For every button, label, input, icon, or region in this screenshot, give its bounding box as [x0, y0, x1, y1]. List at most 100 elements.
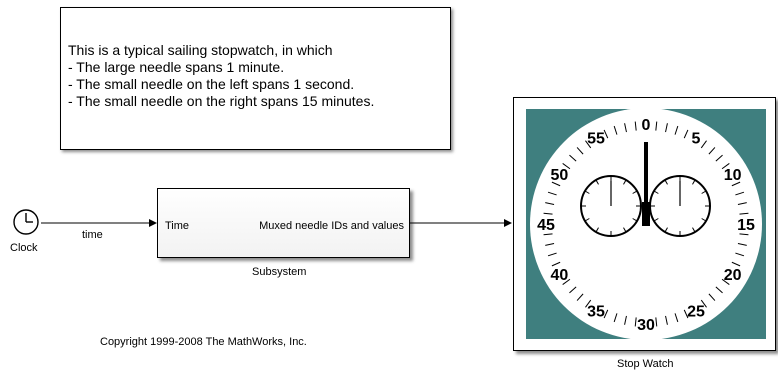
dial-number: 40	[550, 267, 568, 284]
dial-tick	[613, 313, 618, 323]
subsystem-block[interactable]: Time Muxed needle IDs and values	[157, 188, 410, 258]
dial-number: 50	[550, 167, 568, 184]
subdial-tick	[664, 227, 668, 233]
subdial-tick	[623, 179, 627, 185]
dial-number: 25	[687, 304, 705, 321]
dial-tick	[700, 299, 707, 308]
dial-tick	[547, 191, 557, 196]
clock-label: Clock	[10, 242, 38, 254]
dial-tick	[731, 181, 741, 187]
dial-tick	[543, 212, 553, 215]
subdial-tick	[653, 218, 659, 222]
signal-arrowhead	[149, 219, 157, 227]
dial-tick	[551, 261, 561, 267]
dial-tick	[585, 140, 592, 149]
subdial-tick	[623, 227, 627, 233]
dial-number: 20	[724, 267, 742, 284]
subdial-tick	[653, 190, 659, 194]
stopwatch-block[interactable]: 0 5 10 15 20 25 30 35 40 45 50 55	[513, 97, 776, 351]
large-needle	[642, 142, 650, 226]
dial-tick	[731, 261, 741, 267]
dial-tick	[715, 286, 723, 294]
dial-tick	[576, 147, 584, 155]
subdial-tick	[584, 190, 590, 194]
dial-tick	[735, 252, 745, 257]
dial-tick	[665, 315, 668, 325]
subdial-tick	[664, 179, 668, 185]
dial-tick	[547, 252, 557, 257]
subdial-tick	[632, 218, 638, 222]
dial-tick	[683, 129, 689, 139]
annotation-line: - The small needle on the left spans 1 s…	[68, 76, 355, 92]
dial-tick	[634, 121, 637, 131]
dial-tick	[735, 191, 745, 196]
model-annotation[interactable]: This is a typical sailing stopwatch, in …	[60, 7, 451, 150]
dial-tick	[569, 154, 577, 162]
subdial-tick	[701, 218, 707, 222]
dial-tick	[655, 121, 658, 131]
signal-arrowhead	[504, 219, 512, 227]
dial-tick	[576, 293, 584, 301]
annotation-line: This is a typical sailing stopwatch, in …	[68, 42, 333, 58]
subdial-tick	[692, 227, 696, 233]
subdial-tick	[692, 179, 696, 185]
dial-tick	[665, 123, 668, 133]
dial-tick	[562, 163, 571, 170]
dial-tick	[585, 299, 592, 308]
dial-tick	[739, 212, 749, 215]
dial-tick	[613, 125, 618, 135]
subsystem-label: Subsystem	[252, 266, 307, 278]
dial-tick	[562, 278, 571, 285]
stopwatch-display: 0 5 10 15 20 25 30 35 40 45 50 55	[526, 108, 766, 340]
dial-tick	[674, 125, 679, 135]
dial-tick	[721, 163, 730, 170]
dial-tick	[700, 140, 707, 149]
output-port-label: Muxed needle IDs and values	[259, 220, 404, 232]
subdial-tick	[595, 179, 599, 185]
dial-tick	[674, 313, 679, 323]
dial-tick	[715, 154, 723, 162]
dial-number: 10	[724, 167, 742, 184]
dial-number: 35	[587, 304, 605, 321]
input-port-label: Time	[165, 220, 190, 232]
dial-tick	[655, 317, 658, 327]
dial-tick	[545, 243, 555, 246]
stopwatch-label: Stop Watch	[617, 358, 674, 370]
dial-tick	[603, 309, 609, 319]
dial-number: 55	[587, 130, 605, 147]
dial-tick	[708, 293, 716, 301]
dial-tick	[683, 309, 689, 319]
dial-tick	[634, 317, 637, 327]
dial-tick	[708, 147, 716, 155]
dial-number: 30	[637, 317, 655, 334]
dial-tick	[737, 202, 747, 205]
copyright-text: Copyright 1999-2008 The MathWorks, Inc.	[100, 336, 307, 348]
annotation-text: This is a typical sailing stopwatch, in …	[68, 42, 374, 110]
annotation-line: - The large needle spans 1 minute.	[68, 59, 285, 75]
subdial-tick	[632, 190, 638, 194]
dial-tick	[543, 233, 553, 236]
dial-numbers: 0 5 10 15 20 25 30 35 40 45 50 55	[537, 117, 755, 334]
annotation-line: - The small needle on the right spans 15…	[68, 93, 375, 109]
dial-tick	[737, 243, 747, 246]
dial-number: 15	[737, 217, 755, 234]
dial-number: 45	[537, 217, 555, 234]
right-subdial	[649, 175, 711, 237]
subdial-tick	[584, 218, 590, 222]
dial-tick	[739, 233, 749, 236]
dial-tick	[624, 123, 627, 133]
dial-tick	[624, 315, 627, 325]
subdial-tick	[595, 227, 599, 233]
dial-tick	[721, 278, 730, 285]
dial-tick	[545, 202, 555, 205]
clock-block[interactable]	[11, 207, 41, 237]
left-subdial	[580, 175, 642, 237]
dial-tick	[551, 181, 561, 187]
dial-number: 5	[692, 130, 701, 147]
dial-ticks	[543, 121, 749, 327]
dial-number: 0	[642, 117, 651, 134]
dial-tick	[569, 286, 577, 294]
dial-tick	[603, 129, 609, 139]
signal-label-time[interactable]: time	[82, 229, 103, 241]
